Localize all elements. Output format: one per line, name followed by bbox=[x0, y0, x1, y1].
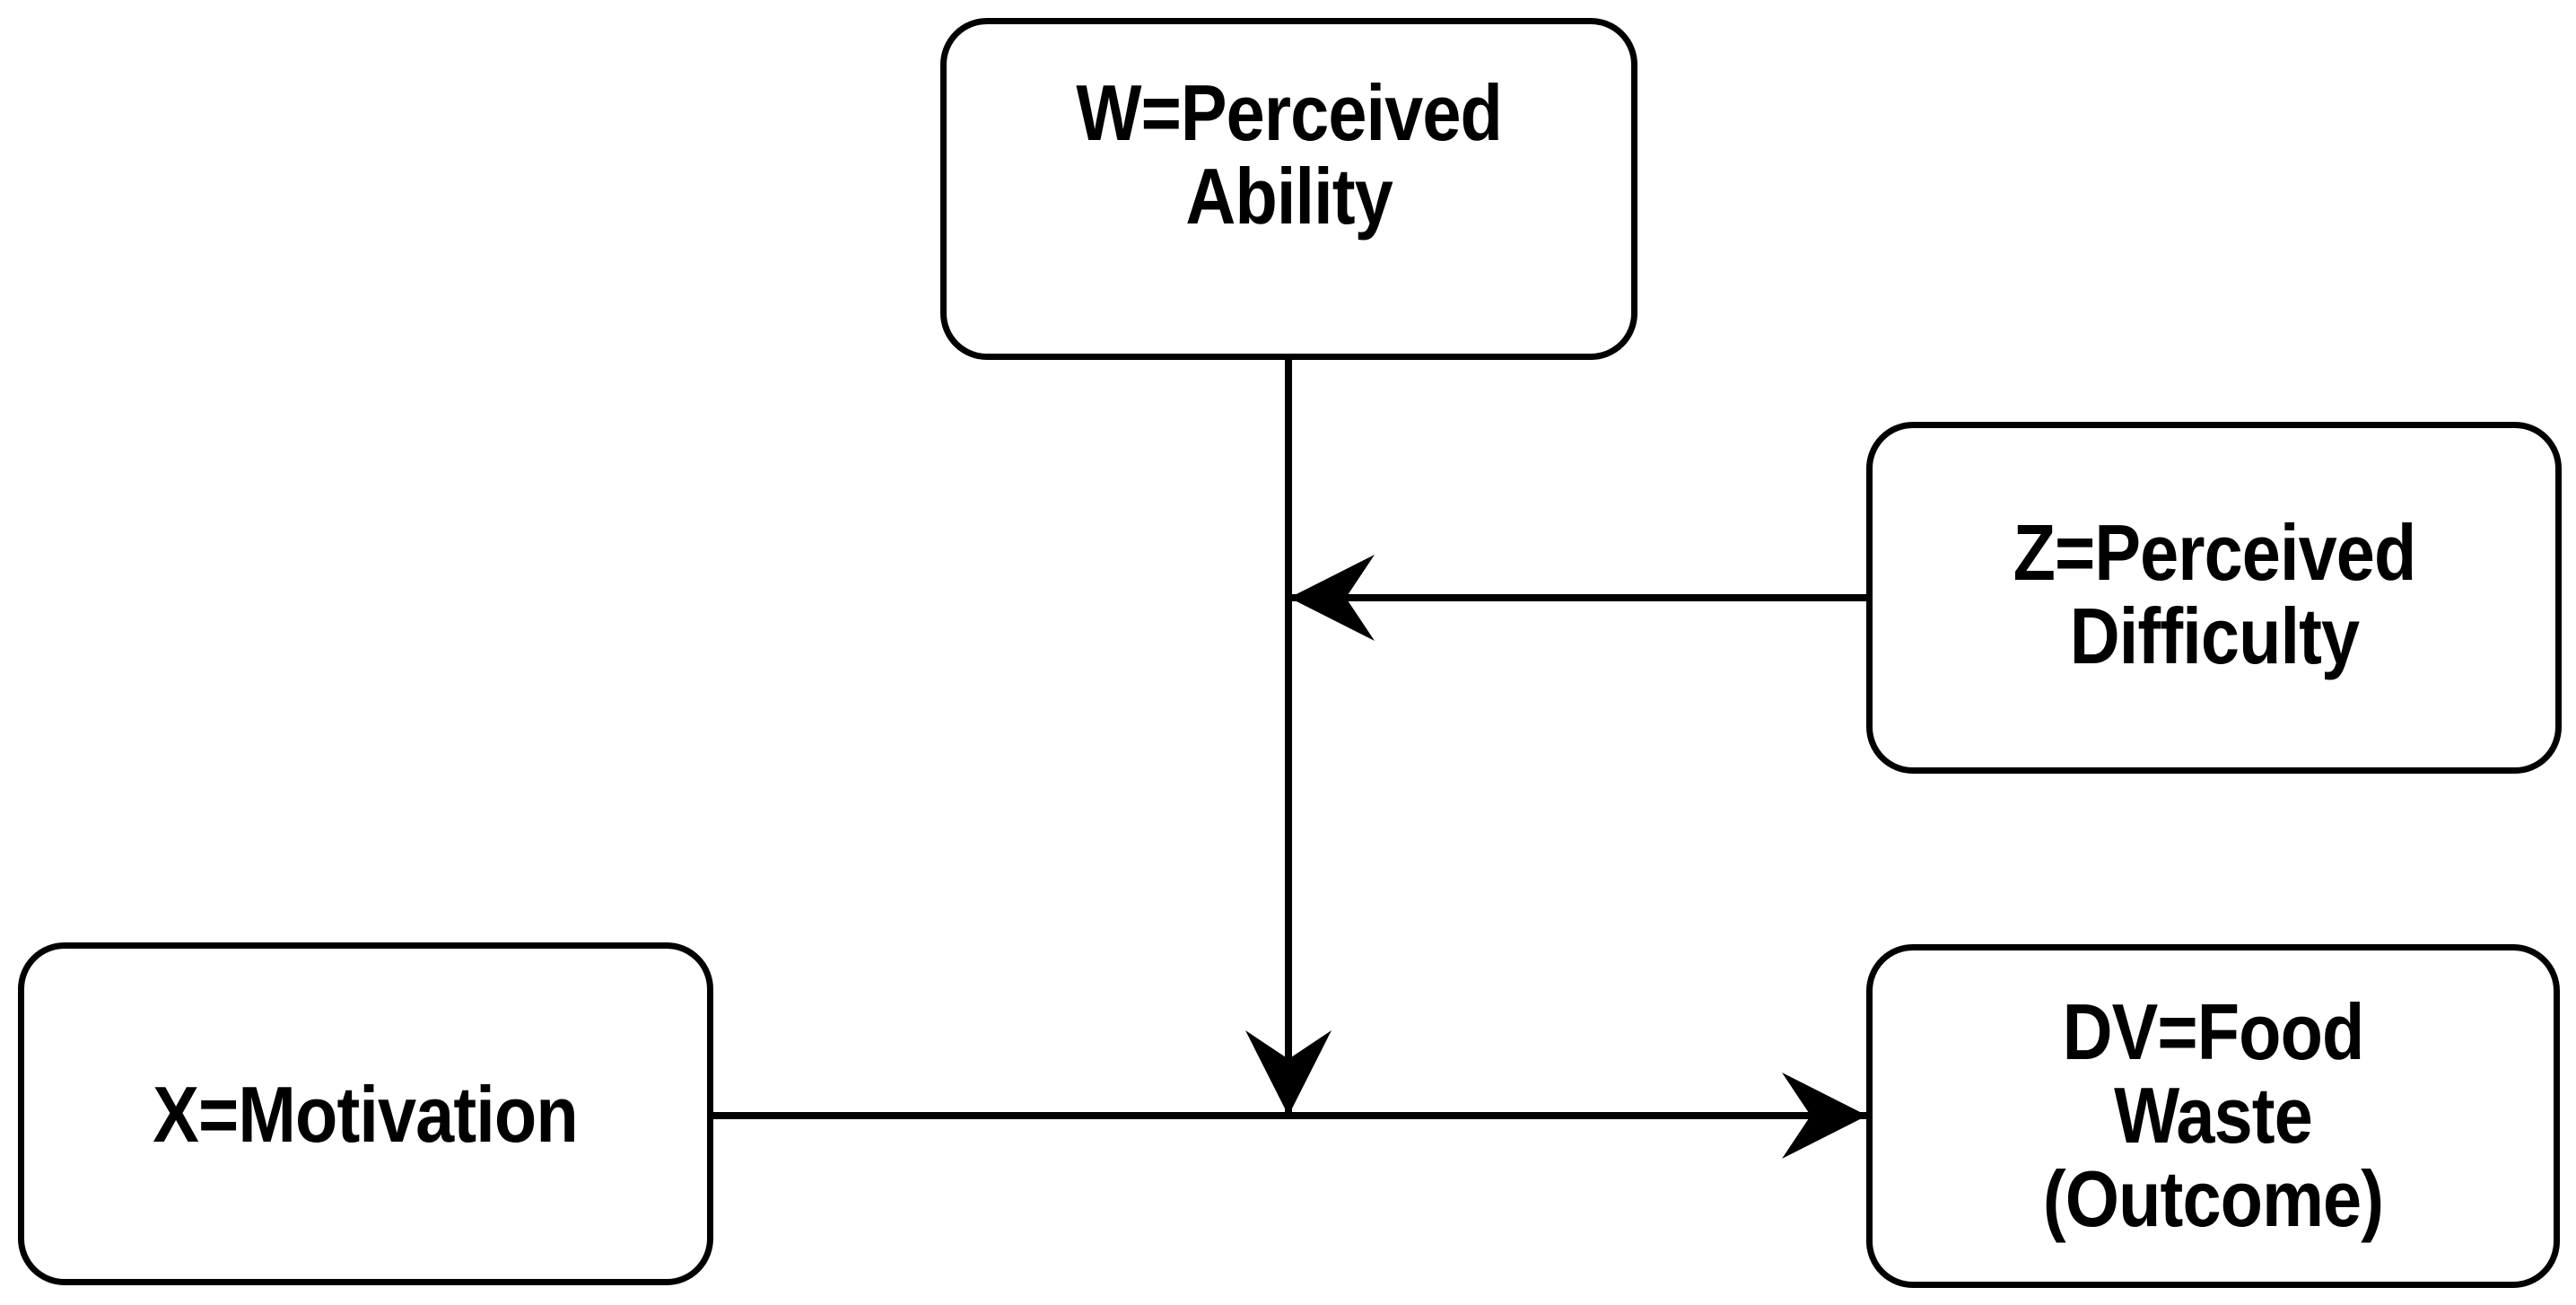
arrowhead-right-icon bbox=[1782, 1073, 1867, 1159]
arrowhead-left-icon bbox=[1289, 555, 1375, 641]
node-motivation[interactable]: X=Motivation bbox=[18, 942, 713, 1285]
node-perceived-difficulty[interactable]: Z=Perceived Difficulty bbox=[1866, 422, 2562, 774]
node-food-waste-outcome-label: DV=Food Waste (Outcome) bbox=[2042, 987, 2384, 1243]
arrowhead-down-icon bbox=[1245, 1030, 1332, 1116]
node-motivation-label: X=Motivation bbox=[153, 1069, 579, 1159]
edge-w-to-path bbox=[1245, 360, 1332, 1116]
edge-x-to-dv bbox=[713, 1073, 1867, 1159]
node-perceived-ability[interactable]: W=Perceived Ability bbox=[940, 18, 1637, 360]
edge-z-to-w-path bbox=[1289, 555, 1866, 641]
node-food-waste-outcome[interactable]: DV=Food Waste (Outcome) bbox=[1866, 944, 2560, 1288]
node-perceived-ability-label: W=Perceived Ability bbox=[1076, 68, 1502, 241]
node-perceived-difficulty-label: Z=Perceived Difficulty bbox=[2013, 508, 2416, 680]
